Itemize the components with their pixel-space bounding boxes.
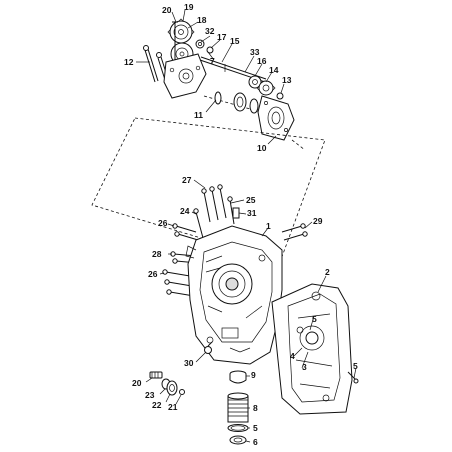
- label-32: 32: [205, 26, 215, 36]
- label-24: 24: [180, 206, 190, 216]
- drain-plug-assembly: [149, 371, 185, 396]
- label-6: 6: [253, 437, 258, 447]
- label-3: 3: [302, 362, 307, 372]
- label-2: 2: [325, 267, 330, 277]
- label-20-bottom: 20: [132, 378, 142, 388]
- label-25: 25: [246, 195, 256, 205]
- label-21: 21: [168, 402, 178, 412]
- label-31: 31: [247, 208, 257, 218]
- oil-filter-stack: [227, 370, 249, 445]
- oil-pump-assembly: [143, 18, 295, 141]
- label-16: 16: [257, 56, 267, 66]
- label-7: 7: [210, 56, 215, 66]
- label-4: 4: [290, 351, 295, 361]
- label-26-upper: 26: [158, 218, 168, 228]
- right-crankcase: [271, 283, 359, 415]
- label-20-top: 20: [162, 5, 172, 15]
- label-22: 22: [152, 400, 162, 410]
- label-18: 18: [197, 15, 207, 25]
- left-crankcase: [185, 225, 283, 365]
- label-30: 30: [184, 358, 194, 368]
- label-8: 8: [253, 403, 258, 413]
- label-10: 10: [257, 143, 267, 153]
- label-11: 11: [194, 110, 203, 120]
- part-30-fitting: [204, 341, 213, 354]
- label-1: 1: [266, 221, 271, 231]
- label-5-stud: 5: [353, 361, 358, 371]
- label-14: 14: [269, 65, 279, 75]
- label-5-oring: 5: [253, 423, 258, 433]
- label-26-lower: 26: [148, 269, 158, 279]
- crankcase-bolts: [162, 184, 308, 297]
- label-17: 17: [217, 32, 227, 42]
- label-12: 12: [124, 57, 134, 67]
- label-9: 9: [251, 370, 256, 380]
- label-13: 13: [282, 75, 292, 85]
- label-28: 28: [152, 249, 162, 259]
- leader-lines: [136, 9, 357, 443]
- label-27: 27: [182, 175, 192, 185]
- label-29: 29: [313, 216, 323, 226]
- label-33: 33: [250, 47, 260, 57]
- label-15: 15: [230, 36, 240, 46]
- label-5-right-case: 5: [312, 314, 317, 324]
- part-number-labels: 20 19 18 32 17 15 7 33 16 14 12 13 11 10…: [124, 2, 358, 447]
- label-23: 23: [145, 390, 155, 400]
- label-19: 19: [184, 2, 194, 12]
